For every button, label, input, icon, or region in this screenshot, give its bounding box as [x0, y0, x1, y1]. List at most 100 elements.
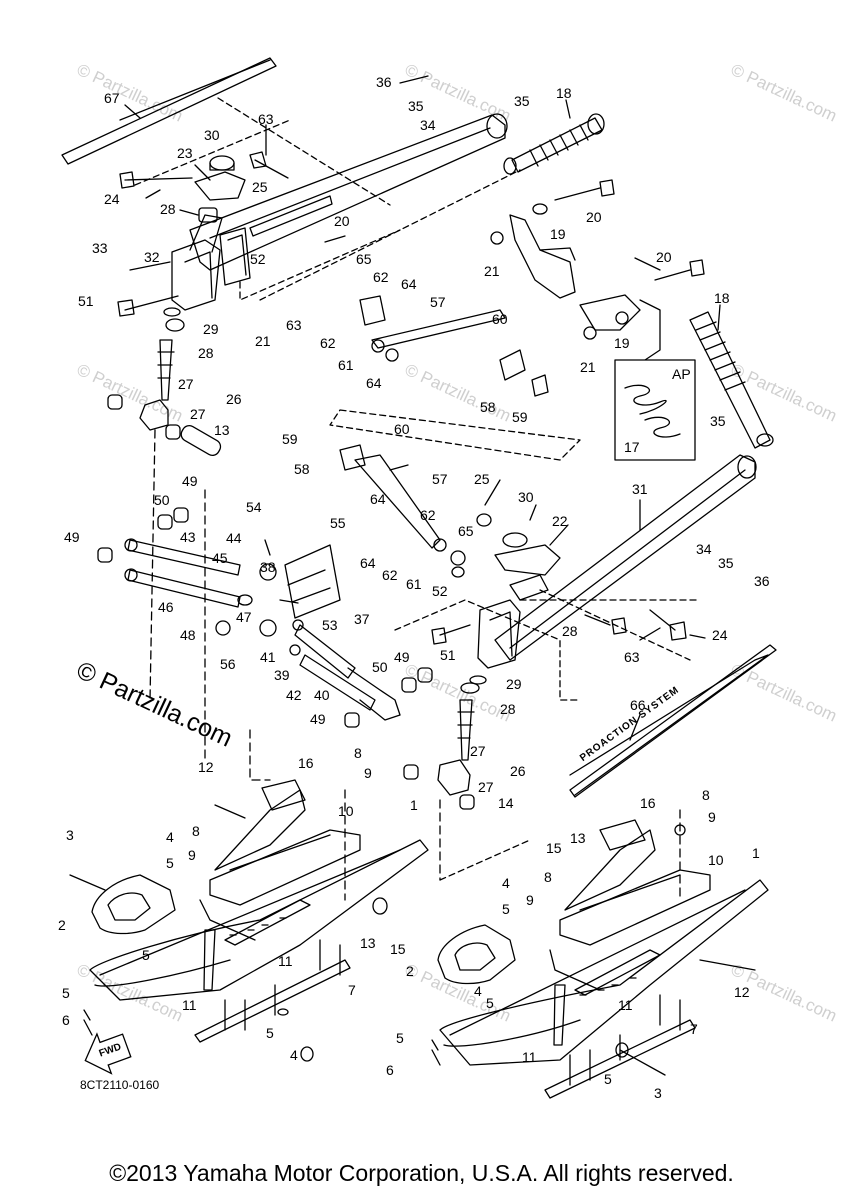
- callout-label[interactable]: 24: [104, 191, 120, 207]
- callout-label[interactable]: 35: [408, 98, 424, 114]
- callout-label[interactable]: 27: [470, 743, 486, 759]
- callout-label[interactable]: 1: [752, 845, 760, 861]
- callout-label[interactable]: 51: [440, 647, 456, 663]
- callout-label[interactable]: 8: [702, 787, 710, 803]
- callout-label[interactable]: 42: [286, 687, 302, 703]
- callout-label[interactable]: 28: [160, 201, 176, 217]
- callout-label[interactable]: 41: [260, 649, 276, 665]
- callout-label[interactable]: 23: [177, 145, 193, 161]
- callout-label[interactable]: 8: [544, 869, 552, 885]
- callout-label[interactable]: 62: [382, 567, 398, 583]
- callout-label[interactable]: 61: [406, 576, 422, 592]
- callout-label[interactable]: 16: [298, 755, 314, 771]
- callout-label[interactable]: 48: [180, 627, 196, 643]
- callout-label[interactable]: 3: [654, 1085, 662, 1101]
- callout-label[interactable]: 17: [624, 439, 640, 455]
- callout-label[interactable]: 5: [266, 1025, 274, 1041]
- callout-label[interactable]: 64: [370, 491, 386, 507]
- callout-label[interactable]: 11: [522, 1049, 537, 1065]
- callout-label[interactable]: 49: [310, 711, 326, 727]
- callout-label[interactable]: 60: [394, 421, 410, 437]
- callout-label[interactable]: 57: [432, 471, 448, 487]
- callout-label[interactable]: 21: [484, 263, 500, 279]
- callout-label[interactable]: 44: [226, 530, 242, 546]
- callout-label[interactable]: 45: [212, 550, 228, 566]
- callout-label[interactable]: 58: [294, 461, 310, 477]
- callout-label[interactable]: 38: [260, 559, 276, 575]
- callout-label[interactable]: 64: [401, 276, 417, 292]
- callout-label[interactable]: 5: [142, 947, 150, 963]
- callout-label[interactable]: 21: [580, 359, 596, 375]
- callout-label[interactable]: 27: [190, 406, 206, 422]
- callout-label[interactable]: 18: [714, 290, 730, 306]
- callout-label[interactable]: 50: [154, 492, 170, 508]
- callout-label[interactable]: 49: [64, 529, 80, 545]
- callout-label[interactable]: 27: [478, 779, 494, 795]
- callout-label[interactable]: 3: [66, 827, 74, 843]
- callout-label[interactable]: 12: [198, 759, 214, 775]
- callout-label[interactable]: 64: [366, 375, 382, 391]
- callout-label[interactable]: 29: [506, 676, 522, 692]
- callout-label[interactable]: 12: [734, 984, 750, 1000]
- callout-label[interactable]: 62: [320, 335, 336, 351]
- callout-label[interactable]: 25: [474, 471, 490, 487]
- callout-label[interactable]: 28: [198, 345, 214, 361]
- callout-label[interactable]: 51: [78, 293, 94, 309]
- callout-label[interactable]: 18: [556, 85, 572, 101]
- callout-label[interactable]: 53: [322, 617, 338, 633]
- callout-label[interactable]: 24: [712, 627, 728, 643]
- callout-label[interactable]: 7: [348, 982, 356, 998]
- callout-label[interactable]: 33: [92, 240, 108, 256]
- callout-label[interactable]: 9: [708, 809, 716, 825]
- callout-label[interactable]: 28: [500, 701, 516, 717]
- callout-label[interactable]: 52: [432, 583, 448, 599]
- callout-label[interactable]: 64: [360, 555, 376, 571]
- callout-label[interactable]: 62: [420, 507, 436, 523]
- callout-label[interactable]: 55: [330, 515, 346, 531]
- callout-label[interactable]: 16: [640, 795, 656, 811]
- callout-label[interactable]: 58: [480, 399, 496, 415]
- callout-label[interactable]: 6: [62, 1012, 70, 1028]
- callout-label[interactable]: 32: [144, 249, 160, 265]
- callout-label[interactable]: 5: [502, 901, 510, 917]
- callout-label[interactable]: 13: [360, 935, 376, 951]
- callout-label[interactable]: 11: [182, 997, 197, 1013]
- callout-label[interactable]: 13: [214, 422, 230, 438]
- callout-label[interactable]: 36: [754, 573, 770, 589]
- callout-label[interactable]: 63: [624, 649, 640, 665]
- callout-label[interactable]: 28: [562, 623, 578, 639]
- callout-label[interactable]: 67: [104, 90, 120, 106]
- callout-label[interactable]: 50: [372, 659, 388, 675]
- callout-label[interactable]: 35: [514, 93, 530, 109]
- callout-label[interactable]: 63: [258, 111, 274, 127]
- callout-label[interactable]: 29: [203, 321, 219, 337]
- callout-label[interactable]: 10: [708, 852, 724, 868]
- callout-label[interactable]: 37: [354, 611, 370, 627]
- callout-label[interactable]: 52: [250, 251, 266, 267]
- callout-label[interactable]: 2: [58, 917, 66, 933]
- callout-label[interactable]: 31: [632, 481, 648, 497]
- callout-label[interactable]: 30: [518, 489, 534, 505]
- callout-label[interactable]: 5: [396, 1030, 404, 1046]
- callout-label[interactable]: 43: [180, 529, 196, 545]
- callout-label[interactable]: 66: [630, 697, 646, 713]
- callout-label[interactable]: 40: [314, 687, 330, 703]
- callout-label[interactable]: 61: [338, 357, 354, 373]
- callout-label[interactable]: 35: [718, 555, 734, 571]
- callout-label[interactable]: 19: [614, 335, 630, 351]
- callout-label[interactable]: 25: [252, 179, 268, 195]
- callout-label[interactable]: 27: [178, 376, 194, 392]
- callout-label[interactable]: 2: [406, 963, 414, 979]
- callout-label[interactable]: 60: [492, 311, 508, 327]
- callout-label[interactable]: 30: [204, 127, 220, 143]
- callout-label[interactable]: 46: [158, 599, 174, 615]
- callout-label[interactable]: 59: [512, 409, 528, 425]
- callout-label[interactable]: 1: [410, 797, 418, 813]
- callout-label[interactable]: 15: [546, 840, 562, 856]
- callout-label[interactable]: 39: [274, 667, 290, 683]
- callout-label[interactable]: 11: [618, 997, 633, 1013]
- callout-label[interactable]: 4: [290, 1047, 298, 1063]
- callout-label[interactable]: 11: [278, 953, 293, 969]
- callout-label[interactable]: 14: [498, 795, 514, 811]
- callout-label[interactable]: 21: [255, 333, 271, 349]
